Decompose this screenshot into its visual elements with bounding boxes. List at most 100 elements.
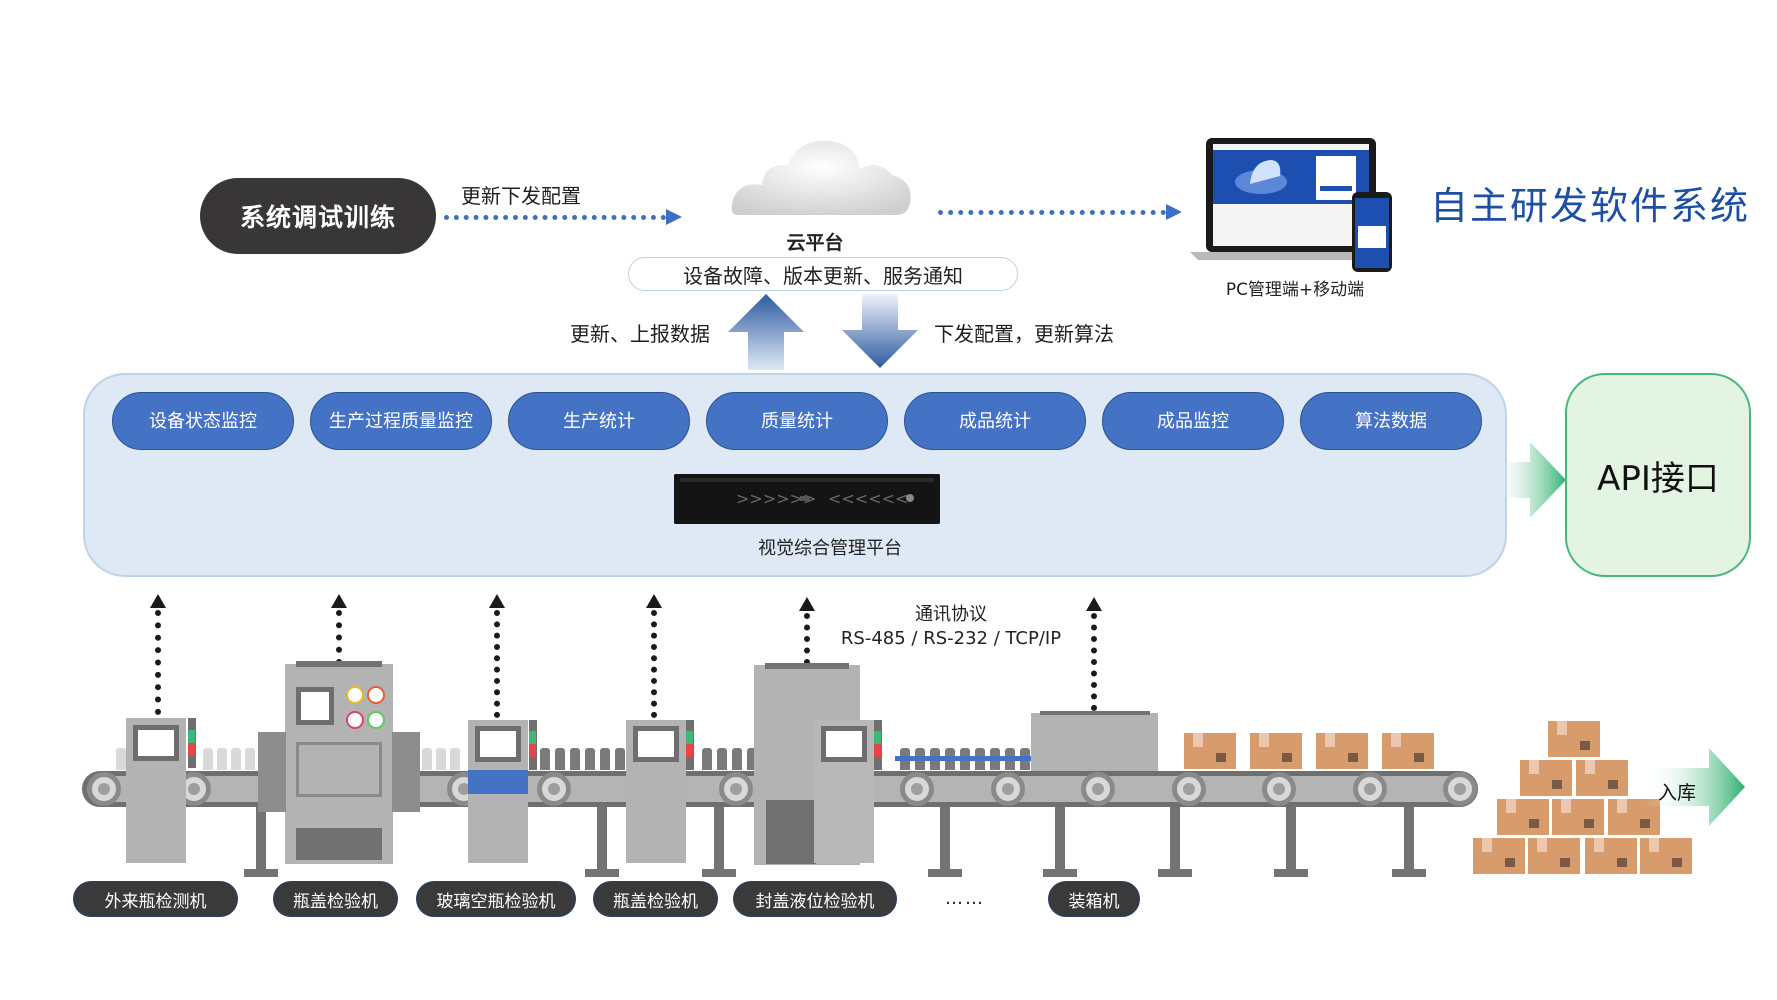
conveyor-leg xyxy=(1404,807,1414,869)
label-packing-machine: 装箱机 xyxy=(1048,881,1140,917)
label-seal-level-inspector: 封盖液位检验机 xyxy=(733,881,897,917)
machine-label-text: 玻璃空瓶检验机 xyxy=(436,891,556,912)
box-icon xyxy=(1640,838,1692,874)
module-label: 质量统计 xyxy=(761,410,833,432)
system-debug-training-pill: 系统调试训练 xyxy=(200,178,436,254)
box-icon xyxy=(1473,838,1525,874)
server-label: 视觉综合管理平台 xyxy=(758,538,902,559)
data-link-line xyxy=(804,613,810,665)
label-cap-inspector: 瓶盖检验机 xyxy=(273,881,398,917)
inbound-label: 入库 xyxy=(1658,782,1697,804)
gauge-icon xyxy=(367,711,385,729)
machine-top xyxy=(1040,711,1150,715)
arrow-up-icon xyxy=(331,594,347,608)
conveyor-leg xyxy=(1170,807,1180,869)
machine-screen xyxy=(133,725,179,761)
arrow-up-icon xyxy=(489,594,505,608)
more-machines-ellipsis: …… xyxy=(945,888,985,909)
laptop-phone-icon xyxy=(1190,138,1392,272)
conveyor-leg xyxy=(256,807,266,869)
conveyor-leg xyxy=(714,807,724,869)
roller-icon xyxy=(1172,772,1206,806)
label-cap-inspector-2: 瓶盖检验机 xyxy=(593,881,718,917)
box-icon xyxy=(1552,799,1604,835)
dotted-arrow-to-devices xyxy=(938,210,1166,215)
box-icon xyxy=(1520,760,1572,796)
machine-top xyxy=(296,661,382,667)
module-product-monitor[interactable]: 成品监控 xyxy=(1102,392,1284,450)
data-link-line xyxy=(651,610,657,718)
cloud-notice-pill: 设备故障、版本更新、服务通知 xyxy=(628,257,1018,291)
module-process-quality[interactable]: 生产过程质量监控 xyxy=(310,392,492,450)
arrow-head-icon xyxy=(1166,204,1182,220)
box-icon xyxy=(1497,799,1549,835)
roller-icon xyxy=(1081,772,1115,806)
conveyor-foot xyxy=(1274,869,1308,877)
bottle-icon xyxy=(570,748,580,770)
module-device-status[interactable]: 设备状态监控 xyxy=(112,392,294,450)
module-label: 生产统计 xyxy=(563,410,635,432)
svg-text:>>>>>>: >>>>>> xyxy=(736,489,816,508)
gauge-icon xyxy=(367,686,385,704)
machine-label-text: 瓶盖检验机 xyxy=(613,891,698,912)
conveyor-foot xyxy=(928,869,962,877)
conveyor-leg xyxy=(1286,807,1296,869)
api-arrow-icon xyxy=(1490,442,1566,518)
data-link-line xyxy=(336,610,342,665)
machine-base xyxy=(766,800,816,864)
protocol-title: 通讯协议 xyxy=(915,604,987,625)
machine-door xyxy=(296,742,382,797)
machine-screen xyxy=(296,687,334,725)
server-icon: >>>>>> <<<<<< xyxy=(674,474,940,524)
roller-icon xyxy=(991,772,1025,806)
conveyor-foot xyxy=(1043,869,1077,877)
protocol-list: RS-485 / RS-232 / TCP/IP xyxy=(840,628,1062,649)
pc-mobile-label: PC管理端+移动端 xyxy=(1225,280,1365,300)
data-link-line xyxy=(155,610,161,715)
roller-icon xyxy=(1443,772,1477,806)
module-label: 成品监控 xyxy=(1157,410,1229,432)
dotted-arrow-to-cloud xyxy=(444,215,666,220)
green-light xyxy=(188,730,195,743)
red-light xyxy=(874,744,881,757)
machine-label-text: 封盖液位检验机 xyxy=(755,891,875,912)
api-interface-box: API接口 xyxy=(1565,373,1751,577)
download-arrow-icon xyxy=(842,294,918,368)
upload-arrow-icon xyxy=(728,294,804,370)
api-label: API接口 xyxy=(1597,458,1719,499)
box-icon xyxy=(1576,760,1628,796)
arrow-up-icon xyxy=(150,594,166,608)
label-foreign-bottle-detector: 外来瓶检测机 xyxy=(73,881,238,917)
bottle-icon xyxy=(203,748,213,770)
data-link-line xyxy=(1091,613,1097,711)
box-icon xyxy=(1548,721,1600,757)
machine-top xyxy=(765,663,849,669)
box-icon xyxy=(1316,733,1368,769)
bottle-icon xyxy=(231,748,241,770)
module-production-stats[interactable]: 生产统计 xyxy=(508,392,690,450)
bottle-icon xyxy=(436,748,446,770)
box-icon xyxy=(1585,838,1637,874)
roller-icon xyxy=(1353,772,1387,806)
bottle-icon xyxy=(422,748,432,770)
machine-packing xyxy=(1031,713,1158,771)
cloud-icon xyxy=(731,140,911,215)
bottle-icon xyxy=(217,748,227,770)
conveyor-foot xyxy=(1158,869,1192,877)
module-label: 成品统计 xyxy=(959,410,1031,432)
module-algorithm-data[interactable]: 算法数据 xyxy=(1300,392,1482,450)
module-quality-stats[interactable]: 质量统计 xyxy=(706,392,888,450)
bottle-icon xyxy=(540,748,550,770)
bottle-icon xyxy=(600,748,610,770)
gauge-icon xyxy=(346,711,364,729)
machine-side xyxy=(258,732,286,812)
conveyor-leg xyxy=(940,807,950,869)
box-icon xyxy=(1528,838,1580,874)
box-icon xyxy=(1382,733,1434,769)
module-label: 设备状态监控 xyxy=(149,410,257,432)
conveyor-foot xyxy=(1392,869,1426,877)
module-product-stats[interactable]: 成品统计 xyxy=(904,392,1086,450)
conveyor-foot xyxy=(702,869,736,877)
bottle-icon xyxy=(585,748,595,770)
machine-side xyxy=(392,732,420,812)
